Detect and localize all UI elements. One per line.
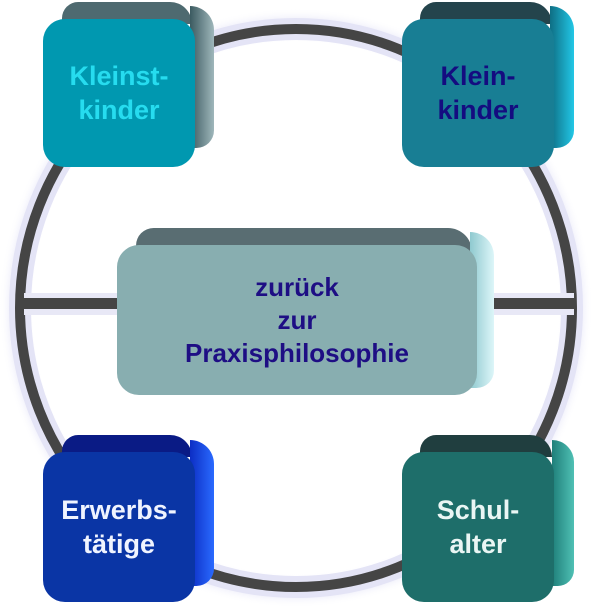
kleinkinder-label-line2: kinder [437,95,519,125]
erwerbstaetige-box-top [62,435,192,457]
kleinkinder-button[interactable]: Klein- kinder [402,19,554,167]
center-label-line2: zur [277,304,317,335]
schulalter-box-top [420,435,552,457]
schulalter-button[interactable]: Schul- alter [402,452,554,602]
kleinstkinder-label-line2: kinder [78,95,160,125]
erwerbstaetige-label-line2: tätige [82,529,155,559]
kleinstkinder-label-line1: Kleinst- [69,61,169,91]
kleinkinder-box-top [420,2,552,24]
center-label-line3: Praxisphilosophie [185,337,409,368]
praxisphilosophie-button[interactable]: zurück zur Praxisphilosophie [117,245,477,395]
erwerbstaetige-label-line1: Erwerbs- [61,495,177,525]
kleinkinder-label-line1: Klein- [440,61,516,91]
schulalter-label-line2: alter [449,529,507,559]
center-label-line1: zurück [255,271,339,302]
kleinstkinder-button[interactable]: Kleinst- kinder [43,19,195,167]
kleinstkinder-box-top [62,2,192,24]
schulalter-box-side [552,440,574,586]
kleinkinder-box-side [550,6,574,148]
erwerbstaetige-button[interactable]: Erwerbs- tätige [43,452,195,602]
schulalter-label-line1: Schul- [436,495,520,525]
